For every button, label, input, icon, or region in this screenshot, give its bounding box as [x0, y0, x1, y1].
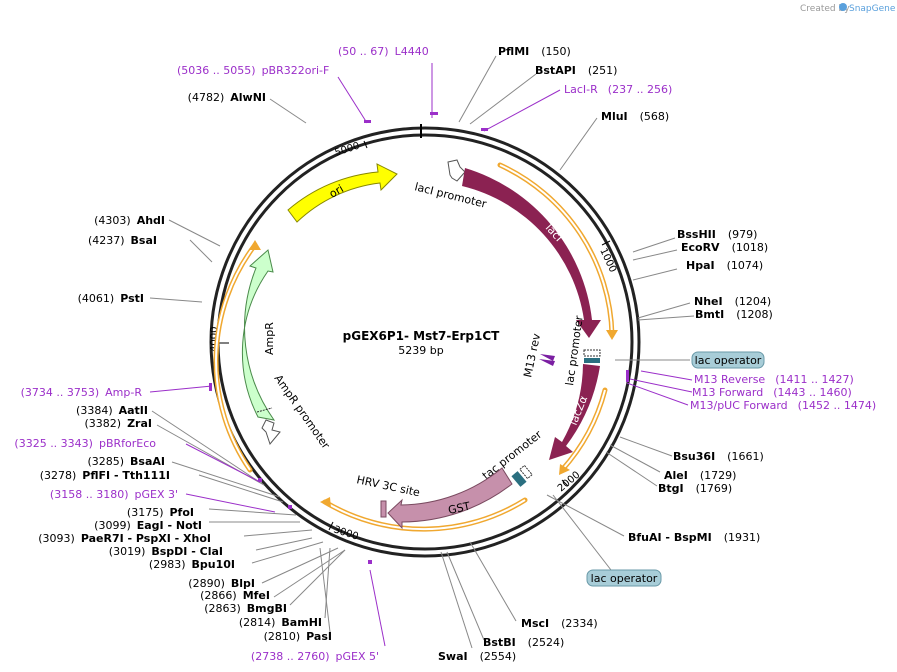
- enzyme-nhei: NheI(1204): [694, 295, 771, 308]
- orf-arrowhead: [606, 330, 618, 340]
- enzyme-bmgbi: (2863)BmgBI: [204, 602, 287, 615]
- ampR-promoter-arrow: [261, 419, 281, 446]
- lacI-promoter-arrow: [447, 159, 466, 182]
- lac-operator-mark-2: [584, 358, 600, 363]
- gst-label: GST: [447, 500, 472, 517]
- primer-pbr322ori-f: (5036 .. 5055)pBR322ori-F: [177, 64, 329, 77]
- lac-operator-callout-2: lac operator: [586, 569, 662, 587]
- ori-label: ori: [327, 182, 346, 200]
- primer-pbrforeco: (3325 .. 3343)pBRforEco: [14, 437, 156, 450]
- ori-arrow: [287, 163, 398, 223]
- enzyme-msci: MscI(2334): [521, 617, 598, 630]
- enzyme-bsaai: (3285)BsaAI: [87, 455, 165, 468]
- enzyme-pfoi: (3175)PfoI: [127, 506, 194, 519]
- enzyme-zrai: (3382)ZraI: [85, 417, 153, 430]
- enzyme-bsai: (4237)BsaI: [88, 234, 157, 247]
- lac-promoter-label: lac promoter: [563, 314, 586, 386]
- enzyme-bsu36i: Bsu36I(1661): [673, 450, 764, 463]
- enzyme-paer7i-pspxi-xhoi: (3093)PaeR7I - PspXI - XhoI: [38, 532, 211, 545]
- lacZ-alpha-arrow: [549, 364, 600, 460]
- enzyme-alwni: (4782)AlwNI: [188, 91, 266, 104]
- tac-operator-mark-2: [519, 464, 533, 480]
- snapgene-logo-icon: [839, 3, 847, 11]
- enzyme-btgi: BtgI(1769): [658, 482, 732, 495]
- tac-operator-mark: [511, 471, 527, 487]
- enzyme-pflmi: PflMI(150): [498, 45, 571, 58]
- ampR-dotted-section: [256, 407, 273, 413]
- enzyme-ecorv: EcoRV(1018): [681, 241, 768, 254]
- enzyme-bmti: BmtI(1208): [695, 308, 773, 321]
- enzyme-alei: AleI(1729): [664, 469, 736, 482]
- primer-leaders: [149, 63, 693, 647]
- enzyme-bstbi: BstBI(2524): [483, 636, 564, 649]
- hrv-3c-site-mark: [380, 500, 387, 518]
- enzyme-bpu10i: (2983)Bpu10I: [149, 558, 235, 571]
- gst-arrow: [387, 467, 513, 530]
- enzyme-bfuai-bspmi: BfuAI - BspMI(1931): [628, 531, 760, 544]
- enzyme-psti: (4061)PstI: [78, 292, 144, 305]
- lacI-arrow: [462, 168, 601, 338]
- ampR-promoter-label: AmpR promoter: [272, 372, 333, 451]
- enzyme-pflfi-tth111i: (3278)PflFI - Tth111I: [40, 469, 170, 482]
- svg-text:lac operator: lac operator: [695, 354, 762, 367]
- backbone-outer: [209, 126, 641, 558]
- enzyme-aatii: (3384)AatII: [76, 404, 148, 417]
- primer-marks: [209, 112, 629, 564]
- primer-m13-reverse: M13 Reverse(1411 .. 1427): [694, 373, 854, 386]
- enzyme-mfei: (2866)MfeI: [200, 589, 270, 602]
- orf-arcs-inner: [215, 164, 613, 531]
- lac-operator-mark: [583, 349, 601, 357]
- tick-5000: 5000: [334, 141, 362, 159]
- primer-m13-puc-forward: M13/pUC Forward(1452 .. 1474): [690, 399, 876, 412]
- orf-arrowhead: [249, 240, 261, 250]
- orf-arrowhead: [559, 464, 570, 475]
- enzyme-ahdi: (4303)AhdI: [94, 214, 165, 227]
- plasmid-size: 5239 bp: [398, 344, 443, 357]
- primer-m13-forward: M13 Forward(1443 .. 1460): [692, 386, 852, 399]
- primer-pgex-5: (2738 .. 2760)pGEX 5': [251, 650, 379, 663]
- tick-marks: [219, 140, 611, 531]
- enzyme-bamhi: (2814)BamHI: [239, 616, 322, 629]
- snapgene-brand: SnapGene: [849, 4, 896, 14]
- created-by-text: Created by: [800, 4, 850, 14]
- primer-pgex-3: (3158 .. 3180)pGEX 3': [50, 488, 178, 501]
- enzyme-eagi-noti: (3099)EagI - NotI: [94, 519, 202, 532]
- m13-rev-label: M13 rev: [521, 332, 543, 379]
- primer-l4440: (50 .. 67)L4440: [338, 45, 429, 58]
- ampR-arrow: [241, 249, 276, 421]
- hrv-3c-site-label: HRV 3C site: [355, 473, 421, 499]
- enzyme-swai: SwaI(2554): [438, 650, 516, 663]
- primer-laci-r: LacI-R(237 .. 256): [564, 83, 672, 96]
- ampR-label: AmpR: [263, 322, 276, 355]
- tick-4000: 4000: [209, 327, 220, 352]
- enzyme-pasi: (2810)PasI: [264, 630, 332, 643]
- lac-operator-callout-1: lac operator: [691, 351, 765, 369]
- plasmid-name: pGEX6P1- Mst7-Erp1CT: [343, 329, 501, 343]
- tac-promoter-label: tac promoter: [480, 428, 545, 483]
- enzyme-hpai: HpaI(1074): [686, 259, 763, 272]
- enzyme-bspdi-clai: (3019)BspDI - ClaI: [109, 545, 223, 558]
- svg-text:lac operator: lac operator: [591, 572, 658, 585]
- orf-arrowhead: [320, 497, 331, 508]
- enzyme-bsshii: BssHII(979): [677, 228, 757, 241]
- enzyme-blpi: (2890)BlpI: [188, 577, 255, 590]
- enzyme-bstapi: BstAPI(251): [535, 64, 617, 77]
- m13-rev-primer: [539, 354, 555, 366]
- enzyme-mlui: MluI(568): [601, 110, 669, 123]
- primer-amp-r: (3734 .. 3753)Amp-R: [21, 386, 143, 399]
- leader-lines: [149, 55, 695, 649]
